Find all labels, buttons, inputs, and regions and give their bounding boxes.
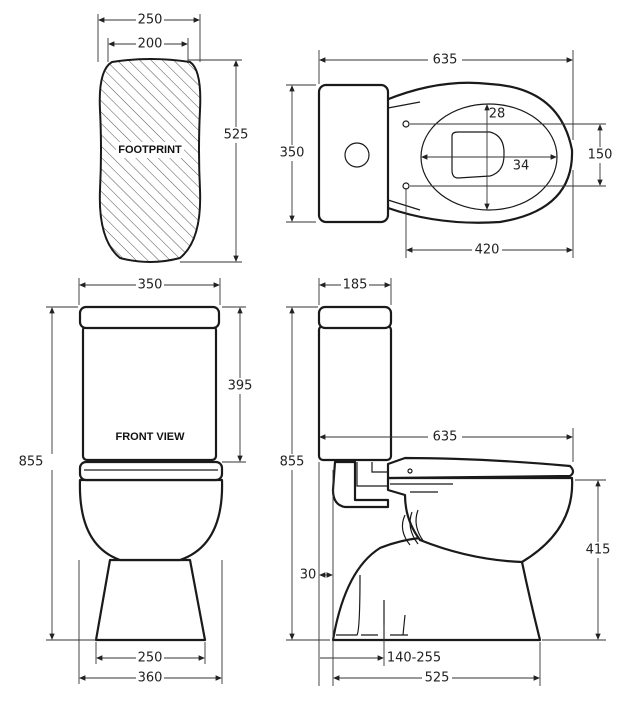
side-view: 185 855 635 415 30 140-255 525 <box>278 277 612 686</box>
footprint-view: FOOTPRINT 250 200 525 <box>97 13 249 263</box>
plan-view: 635 350 28 34 150 420 <box>280 50 616 258</box>
flush-button <box>344 142 370 168</box>
dim-side-tank-depth: 185 <box>343 278 368 293</box>
dim-front-bowl-width: 360 <box>138 671 163 686</box>
dim-side-set-out: 140-255 <box>387 651 441 666</box>
dim-side-rim-height: 415 <box>586 543 611 558</box>
dim-plan-tank-depth: 350 <box>280 146 305 161</box>
dim-front-base-width: 250 <box>138 651 163 666</box>
footprint-title: FOOTPRINT <box>118 144 182 156</box>
front-view: FRONT VIEW 350 395 855 250 360 <box>18 277 254 686</box>
dim-front-overall-height: 855 <box>19 455 44 470</box>
dim-front-tank-width: 350 <box>138 278 163 293</box>
dim-plan-fixing-to-front: 420 <box>475 243 500 258</box>
footprint-shape <box>98 58 202 263</box>
dim-side-length: 635 <box>433 430 458 445</box>
front-view-title: FRONT VIEW <box>115 431 185 443</box>
dim-plan-seat-h: 34 <box>513 159 530 174</box>
dim-side-overall-height: 855 <box>280 455 305 470</box>
dim-footprint-width-inner: 200 <box>138 37 163 52</box>
seat-opening <box>420 103 558 211</box>
dim-plan-fixing-spacing: 150 <box>588 148 613 163</box>
dim-plan-length: 635 <box>433 53 458 68</box>
dim-footprint-width-outer: 250 <box>138 13 163 28</box>
dim-side-wall-gap: 30 <box>300 568 317 583</box>
dim-front-tank-height: 395 <box>228 379 253 394</box>
dim-plan-seat-v: 28 <box>489 107 506 122</box>
dim-side-base-length: 525 <box>425 671 450 686</box>
dim-footprint-depth: 525 <box>224 128 249 143</box>
